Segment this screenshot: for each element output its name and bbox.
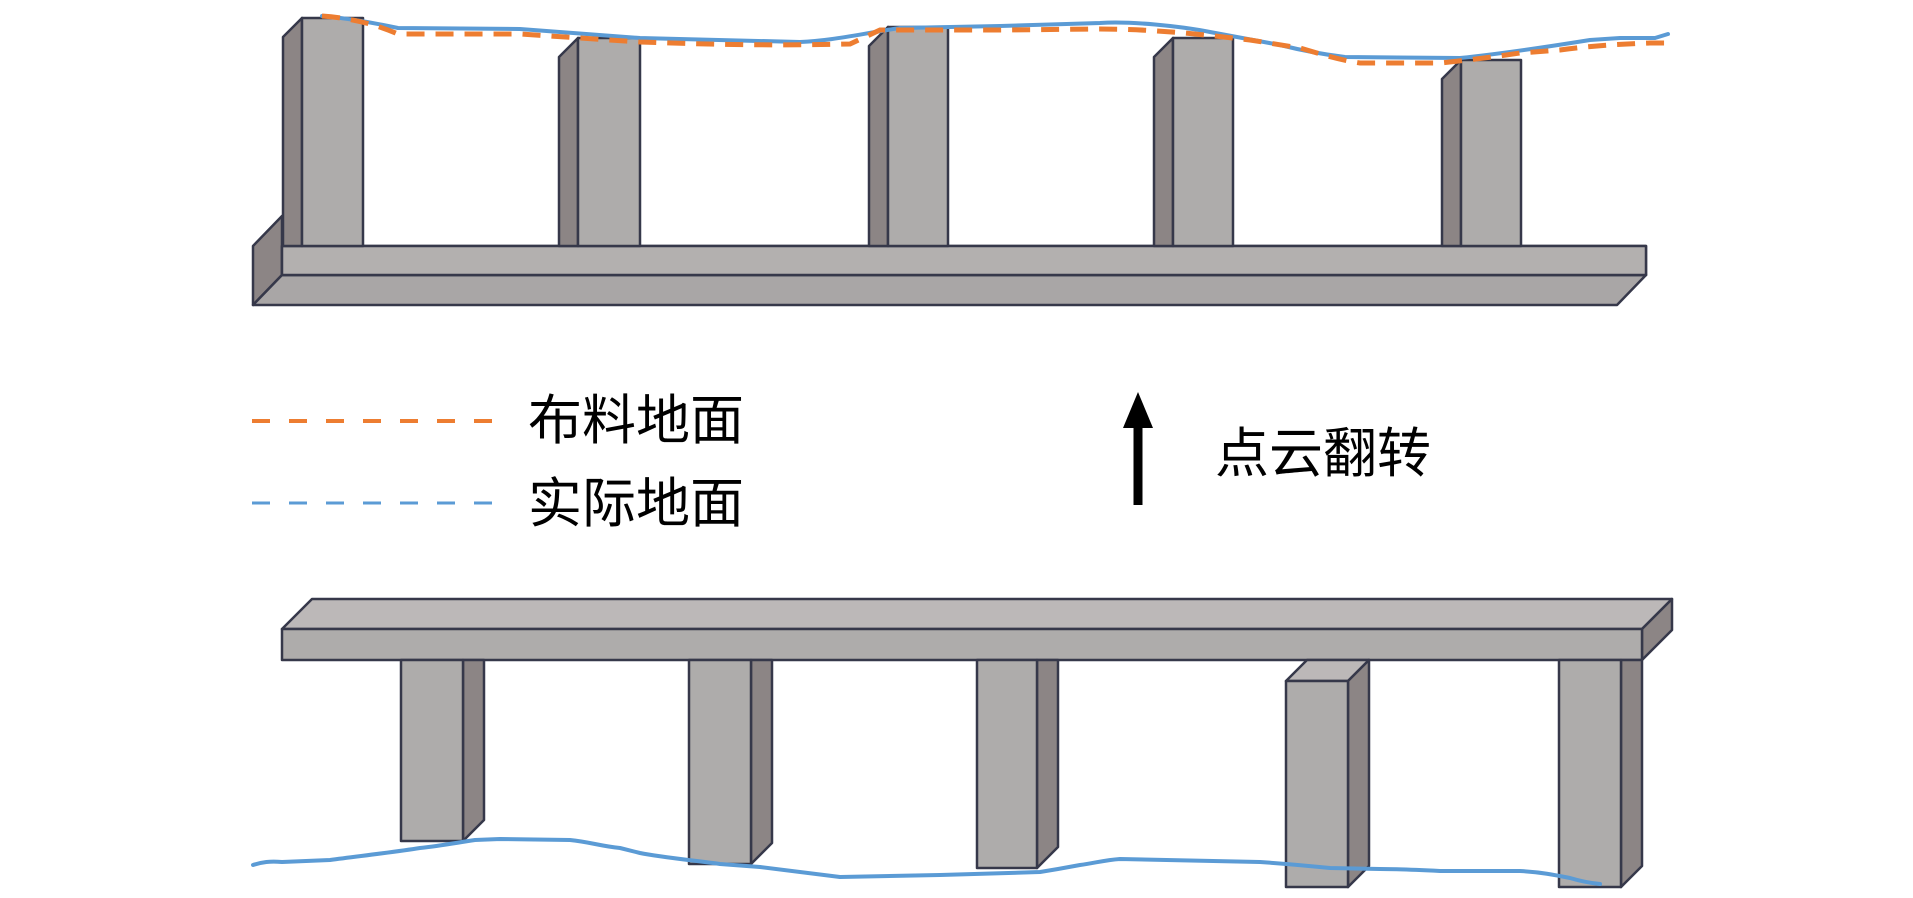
original-pillar-1 [399,658,486,843]
flipped-pillar-4 [1152,36,1235,248]
original-pillar-5 [1557,658,1644,889]
original-pillar-2 [687,658,774,866]
flipped-pillar-5 [1440,58,1523,248]
original-top-slab [280,597,1674,662]
legend-actual-ground-label: 实际地面 [528,472,744,535]
original-actual-ground-line [251,837,1602,886]
original-structure [251,597,1674,889]
flip-arrow: 点云翻转 [1123,392,1431,505]
flipped-pillar-3 [867,25,950,248]
flipped-actual-ground-line [320,14,1670,60]
flip-arrow-label: 点云翻转 [1215,422,1431,485]
flipped-structure [251,13,1670,307]
original-pillar-3 [975,658,1060,870]
legend-cloth-ground-label: 布料地面 [528,389,744,452]
legend: 布料地面 实际地面 [252,389,744,535]
flipped-pillar-1 [281,16,365,248]
flipped-pillar-2 [557,36,642,248]
original-pillar-4 [1284,658,1371,889]
flipped-cloth-ground-line [321,13,1668,66]
flip-arrow-head [1123,392,1153,428]
flipped-base-slab [251,214,1648,307]
